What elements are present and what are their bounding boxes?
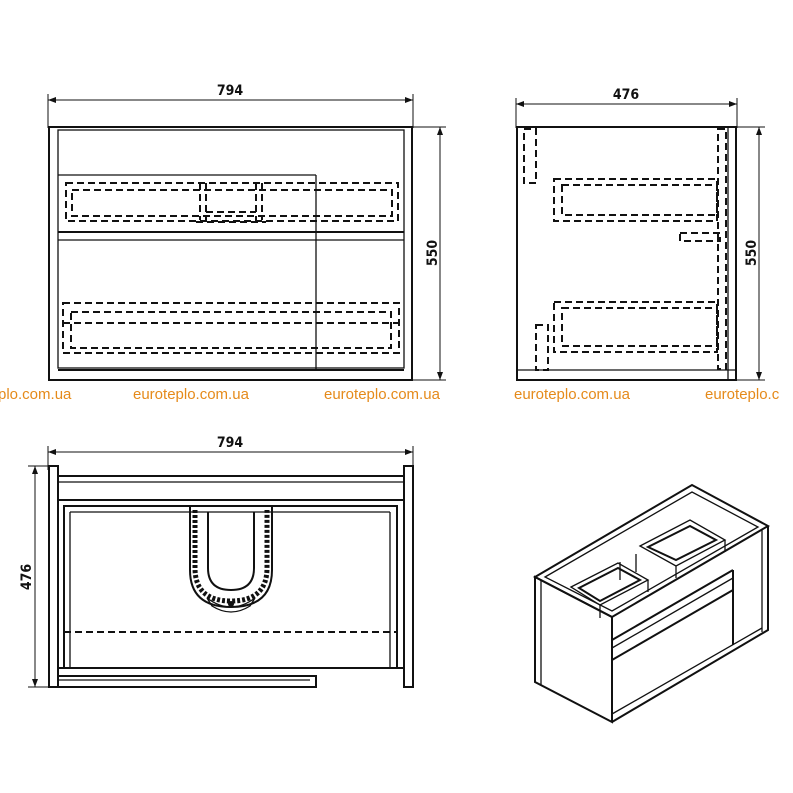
drawer-box-right (638, 519, 727, 578)
watermark-5: euroteplo.c (705, 386, 780, 403)
side-height-label: 550 (744, 240, 760, 267)
side-depth-label: 476 (613, 87, 640, 103)
watermark-3: euroteplo.com.ua (324, 386, 441, 403)
front-height-label: 550 (425, 240, 441, 267)
watermark-4: euroteplo.com.ua (514, 386, 631, 403)
watermark-1: plo.com.ua (0, 386, 72, 403)
watermark-2: euroteplo.com.ua (133, 386, 250, 403)
top-width-dimension: 794 (47, 435, 414, 470)
side-depth-dimension: 476 (515, 87, 738, 128)
top-depth-label: 476 (19, 564, 35, 591)
drawer-box-left (569, 562, 650, 618)
front-height-dimension: 550 (413, 126, 446, 381)
front-width-label: 794 (217, 83, 244, 99)
watermarks: plo.com.ua euroteplo.com.ua euroteplo.co… (0, 386, 780, 403)
front-width-dimension: 794 (47, 83, 414, 128)
top-width-label: 794 (217, 435, 244, 451)
siphon-front (196, 183, 266, 223)
front-view: 794 550 (47, 83, 446, 381)
side-view: 476 550 (515, 87, 765, 381)
side-height-dimension: 550 (737, 126, 765, 381)
top-depth-dimension: 476 (19, 465, 52, 688)
top-view: 794 476 (19, 435, 414, 688)
siphon-cutout (189, 506, 273, 613)
isometric-view (532, 483, 771, 724)
